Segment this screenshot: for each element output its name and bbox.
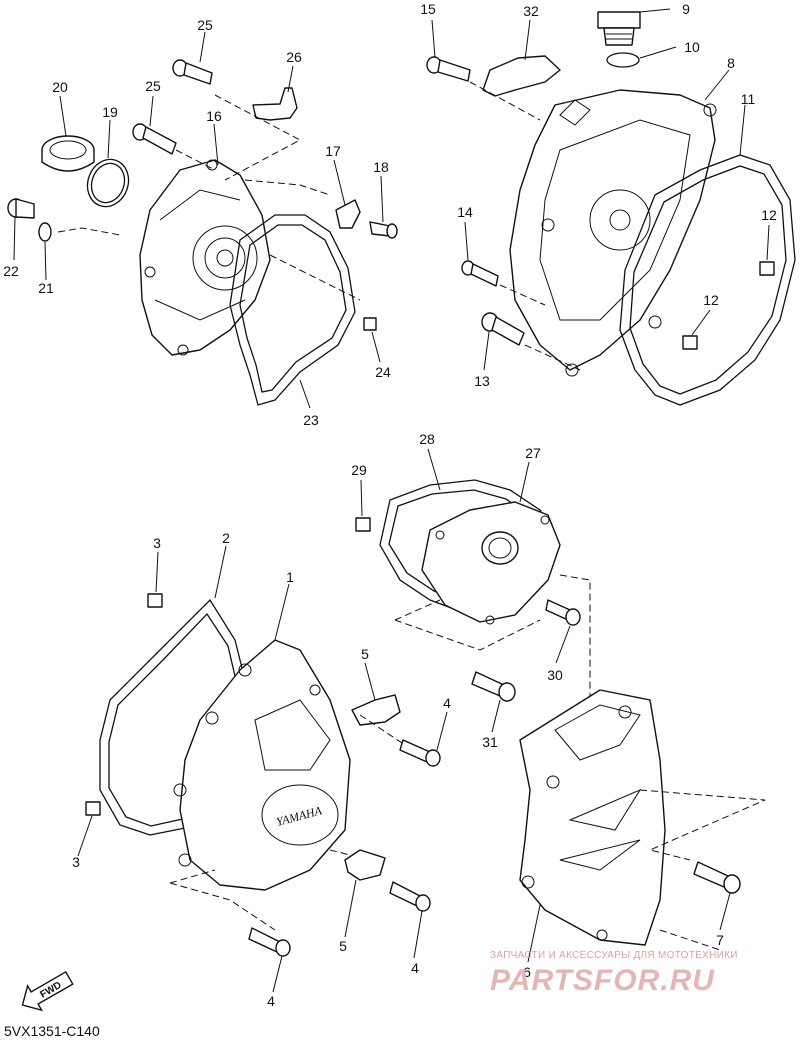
- bolt-14: [461, 260, 499, 287]
- label-part-8: 8: [727, 55, 735, 71]
- label-part-3-upper: 3: [153, 535, 161, 551]
- label-part-7: 7: [716, 932, 724, 948]
- fwd-arrow: FWD: [21, 970, 74, 1012]
- fwd-arrow-icon: [21, 970, 74, 1012]
- label-part-27: 27: [525, 445, 541, 461]
- label-part-9: 9: [682, 1, 690, 17]
- oring-19: [86, 158, 130, 208]
- dowel-3-upper: [147, 593, 163, 608]
- cover-1-group: YAMAHA: [85, 593, 441, 957]
- label-part-2: 2: [222, 530, 230, 546]
- dowel-12-upper: [759, 261, 775, 276]
- cover-27-group: [355, 479, 591, 702]
- label-part-25-left: 25: [145, 78, 161, 94]
- label-part-16: 16: [206, 108, 222, 124]
- dowel-29: [355, 517, 371, 532]
- gasket-11: [619, 154, 796, 406]
- bolt-31: [471, 671, 516, 702]
- dowel-24: [363, 317, 377, 331]
- label-part-20: 20: [52, 79, 68, 95]
- bracket-26: [252, 87, 298, 121]
- cover-27: [421, 501, 561, 625]
- cover-1: YAMAHA: [173, 639, 351, 891]
- label-part-21: 21: [38, 280, 54, 296]
- clamp-5-upper: [351, 694, 401, 726]
- label-part-14: 14: [457, 204, 473, 220]
- part-labels: 1 2 3 3 4 4 4 5 5 6 7 8 9 10 11 12 12 13…: [3, 1, 777, 1009]
- label-part-24: 24: [375, 364, 391, 380]
- label-part-22: 22: [3, 263, 19, 279]
- washer-21: [38, 222, 52, 242]
- label-part-11: 11: [741, 91, 756, 107]
- label-part-12-upper: 12: [761, 207, 777, 223]
- label-part-12-lower: 12: [703, 292, 719, 308]
- bolt-25-left: [132, 123, 177, 155]
- oil-filler-cap-9: [597, 11, 641, 46]
- cover-8: [509, 89, 717, 377]
- bolt-15: [426, 56, 471, 82]
- clamp-5-lower: [344, 849, 386, 881]
- bolt-4-mid: [389, 881, 431, 912]
- label-part-4-right: 4: [443, 695, 451, 711]
- watermark-brand: PARTSFOR.RU: [490, 964, 715, 997]
- label-part-3-lower: 3: [72, 854, 80, 870]
- label-part-29: 29: [351, 462, 367, 478]
- label-part-25-top: 25: [197, 17, 213, 33]
- leader-lines: [13, 8, 770, 993]
- cover-8-group: [426, 11, 796, 406]
- label-part-6: 6: [523, 964, 531, 980]
- bolt-25-top: [172, 59, 213, 85]
- dowel-12-lower: [682, 335, 698, 350]
- bolt-4-right: [399, 739, 441, 767]
- bolt-7: [693, 861, 741, 894]
- guard-6: [519, 689, 666, 946]
- clamp-17: [335, 199, 361, 229]
- label-part-4-bottom: 4: [267, 993, 275, 1009]
- label-part-28: 28: [419, 431, 435, 447]
- label-part-1: 1: [286, 569, 294, 585]
- bolt-4-bottom: [248, 927, 291, 957]
- label-part-31: 31: [482, 734, 498, 750]
- label-part-5-lower: 5: [339, 938, 347, 954]
- cover-16: [139, 159, 271, 356]
- bracket-32: [482, 55, 561, 97]
- gasket-23: [229, 214, 356, 406]
- dowel-3-lower: [85, 801, 101, 816]
- fwd-label: FWD: [38, 980, 63, 1001]
- bolt-13: [481, 312, 525, 346]
- label-part-15: 15: [420, 1, 436, 17]
- label-part-26: 26: [286, 49, 302, 65]
- label-part-4-mid: 4: [411, 960, 419, 976]
- label-part-5-upper: 5: [361, 646, 369, 662]
- bolt-18: [369, 221, 398, 239]
- label-part-18: 18: [373, 159, 389, 175]
- oring-10: [606, 52, 640, 68]
- label-part-17: 17: [325, 143, 341, 159]
- watermark-tagline: ЗАПЧАСТИ И АКСЕССУАРЫ ДЛЯ МОТОТЕХНИКИ: [490, 950, 738, 961]
- label-part-30: 30: [547, 667, 563, 683]
- diagram-code: 5VX1351-C140: [4, 1023, 100, 1039]
- label-part-13: 13: [474, 373, 490, 389]
- watermark: ЗАПЧАСТИ И АКСЕССУАРЫ ДЛЯ МОТОТЕХНИКИ PA…: [490, 950, 738, 997]
- label-part-10: 10: [684, 39, 700, 55]
- bolt-30: [545, 599, 581, 626]
- cover-6-group: [519, 689, 766, 951]
- label-part-23: 23: [303, 412, 319, 428]
- plug-20: [41, 135, 95, 172]
- cover-16-group: [7, 59, 398, 406]
- label-part-19: 19: [102, 104, 118, 120]
- label-part-32: 32: [523, 3, 539, 19]
- bolt-22: [7, 198, 35, 219]
